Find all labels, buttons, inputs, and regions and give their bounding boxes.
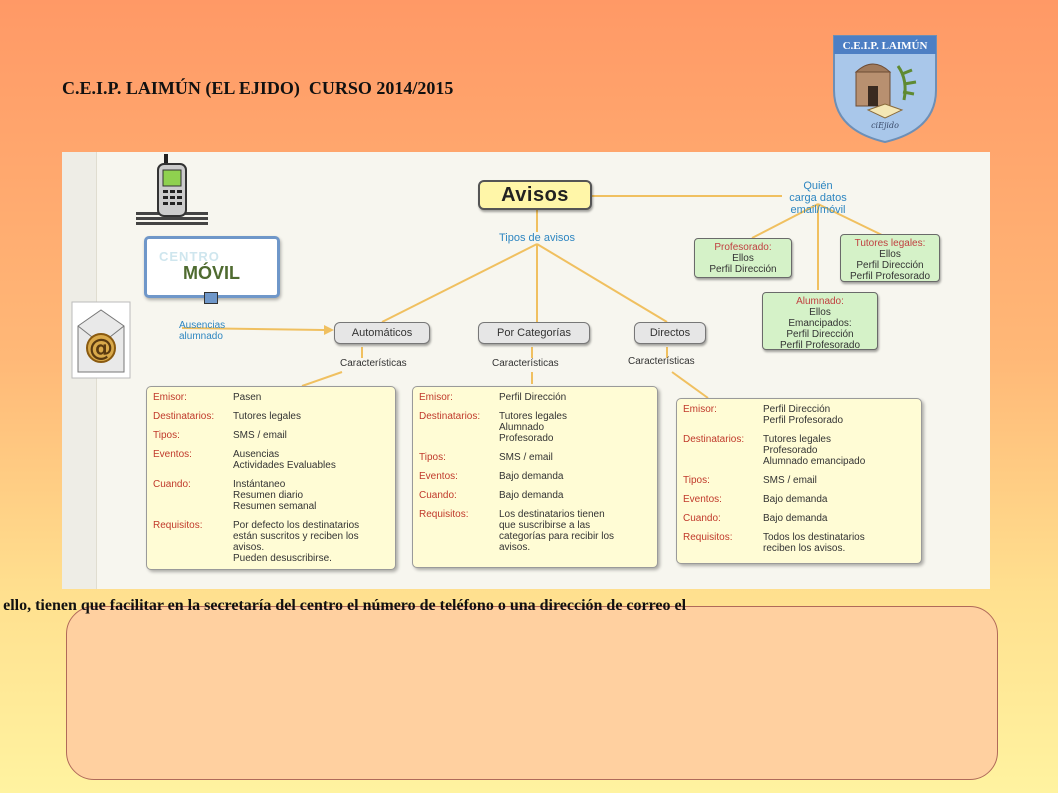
footer-text-line: ara ello, tienen que facilitar en la sec… [0,597,1058,615]
card2-v1: Tutores legales Alumnado Profesorado [499,411,567,444]
card3-v5: Todos los destinatarios reciben los avis… [763,532,865,554]
card1-v3: Ausencias Actividades Evaluables [233,449,336,471]
card3-k2: Tipos: [683,475,710,486]
movil-label: MÓVIL [183,263,240,283]
card3-k3: Eventos: [683,494,722,505]
card2-k0: Emisor: [419,392,453,403]
card1-v1: Tutores legales [233,411,301,422]
caracteristicas-2: Características [492,358,559,369]
page-title: C.E.I.P. LAIMÚN (EL EJIDO) CURSO 2014/20… [62,78,454,98]
node-automaticos: Automáticos [334,322,430,344]
card3-v4: Bajo demanda [763,513,828,524]
tipos-avisos-label: Tipos de avisos [498,232,576,244]
school-logo: C.E.I.P. LAIMÚN ciEjido [833,35,937,144]
alumnado-lines: Ellos Emancipados: Perfil Dirección Perf… [779,307,861,351]
node-por-categorias: Por Categorías [478,322,590,344]
text-box [66,606,998,780]
profesorado-lines: Ellos Perfil Dirección [709,253,777,275]
node-directos: Directos [634,322,706,344]
card-automaticos: Emisor: Pasen Destinatarios: Tutores legal… [146,386,396,570]
card2-v5: Los destinatarios tienen que suscribirse… [499,509,615,553]
card3-k5: Requisitos: [683,532,733,543]
card-directos: Emisor: Perfil Dirección Perfil Profesora… [676,398,922,564]
card1-v4: Instántaneo Resumen diario Resumen seman… [233,479,317,512]
logo-text: C.E.I.P. LAIMÚN [843,40,928,52]
movil-ghost-text: CENTRO [159,249,220,264]
quien-carga-label: Quién carga datos email/móvil [770,180,866,216]
avisos-diagram: CENTRO MÓVIL Ausencias alumnado @ Avisos… [62,152,990,589]
centro-movil-box: CENTRO MÓVIL [144,236,280,298]
card1-v5: Por defecto los destinatarios están susc… [233,520,360,564]
movil-plug-icon [204,292,218,304]
node-avisos: Avisos [478,180,592,210]
card3-k4: Cuando: [683,513,721,524]
tutores-title: Tutores legales: [854,238,926,249]
card2-k3: Eventos: [419,471,458,482]
card1-k3: Eventos: [153,449,192,460]
tutores-lines: Ellos Perfil Dirección Perfil Profesorad… [849,249,931,282]
svg-text:@: @ [89,334,113,362]
card2-k5: Requisitos: [419,509,469,520]
card3-k0: Emisor: [683,404,717,415]
card1-v0: Pasen [233,392,262,403]
mobile-phone-icon [136,154,208,225]
node-tutores: Tutores legales: Ellos Perfil Dirección … [840,234,940,282]
card1-v2: SMS / email [233,430,287,441]
card1-k1: Destinatarios: [153,411,215,422]
connector-lines [181,195,885,399]
card1-k4: Cuando: [153,479,191,490]
card2-k2: Tipos: [419,452,446,463]
card3-v0: Perfil Dirección Perfil Profesorado [763,404,844,426]
card2-k4: Cuando: [419,490,457,501]
card1-k2: Tipos: [153,430,180,441]
card2-v3: Bajo demanda [499,471,564,482]
card2-v0: Perfil Dirección [499,392,567,403]
card3-v2: SMS / email [763,475,817,486]
node-alumnado: Alumnado: Ellos Emancipados: Perfil Dire… [762,292,878,351]
card-por-categorias: Emisor: Perfil Dirección Destinatarios: Tu… [412,386,658,568]
footer-text: ara ello, tienen que facilitar en la sec… [0,597,687,614]
card1-k0: Emisor: [153,392,187,403]
email-at-icon: @ [71,301,131,379]
ausencias-text: Ausencias alumnado [179,320,226,342]
profesorado-title: Profesorado: [714,242,772,253]
card2-v2: SMS / email [499,452,553,463]
card1-k5: Requisitos: [153,520,203,531]
ausencias-label: Ausencias alumnado [179,320,225,342]
card2-v4: Bajo demanda [499,490,564,501]
logo-signature: ciEjido [871,121,899,130]
quien-carga-text: Quién carga datos email/móvil [789,180,847,216]
card2-k1: Destinatarios: [419,411,481,422]
caracteristicas-1: Características [340,358,407,369]
card3-v3: Bajo demanda [763,494,828,505]
node-profesorado: Profesorado: Ellos Perfil Dirección [694,238,792,278]
card3-v1: Tutores legales Profesorado Alumnado ema… [763,434,866,467]
card3-k1: Destinatarios: [683,434,745,445]
caracteristicas-3: Características [628,356,695,367]
alumnado-title: Alumnado: [796,296,844,307]
